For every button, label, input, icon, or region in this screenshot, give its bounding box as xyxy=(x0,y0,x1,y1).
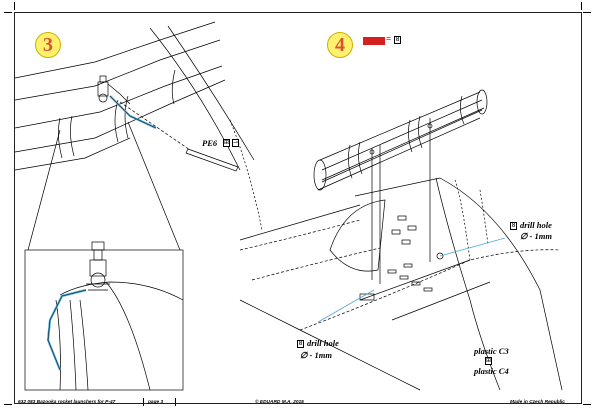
drill-hole-right-diameter: ∅ - 1mm xyxy=(520,231,552,241)
part-icon: ⊞ xyxy=(485,357,492,365)
drill-hole-left-diameter: ∅ - 1mm xyxy=(300,350,332,360)
plastic-c3-label: plastic C3 xyxy=(474,346,509,356)
wing-edge xyxy=(149,27,241,171)
crop-mark xyxy=(583,404,591,405)
crop-mark xyxy=(4,12,12,13)
crop-mark xyxy=(581,2,582,10)
step3-launcher-tubes xyxy=(14,21,226,171)
plastic-c4-label: plastic C4 xyxy=(474,366,509,376)
instruction-sheet xyxy=(14,12,582,404)
crop-mark xyxy=(4,404,12,405)
drill-hole-icon: 8 xyxy=(510,222,517,230)
footer-divider xyxy=(175,398,176,406)
bend-icon: ⇀ xyxy=(232,139,239,147)
footer-origin: Made in Czech Republic xyxy=(510,400,565,405)
pe6-part-outline xyxy=(185,148,239,172)
red-paint-swatch xyxy=(363,37,385,45)
step4-wing xyxy=(239,177,563,391)
step-3-number: 3 xyxy=(43,33,53,56)
pe6-leader xyxy=(119,101,191,151)
drill-hole-leaders xyxy=(317,237,506,323)
wing-edge xyxy=(167,25,255,161)
step-3-marker: 3 xyxy=(35,32,61,58)
footer-page: page 3 xyxy=(148,400,164,405)
pe6-label: PE6 xyxy=(202,138,218,148)
step4-launcher-tubes xyxy=(313,89,488,284)
wing-edge xyxy=(229,119,263,231)
step-4-number: 4 xyxy=(335,33,345,56)
detail-content xyxy=(55,241,184,391)
crop-mark xyxy=(14,2,15,10)
detail-lines xyxy=(27,121,181,251)
crop-mark xyxy=(583,12,591,13)
drill-hole-legend-icon: 8 xyxy=(394,36,401,44)
drill-hole-left-label: drill hole xyxy=(307,338,339,348)
detail-box xyxy=(24,249,184,391)
legend-equals: = xyxy=(386,34,392,44)
pe-bracket-highlight xyxy=(46,95,157,371)
footer-product: 632 083 Bazooka rocket launchers for P-4… xyxy=(18,400,116,405)
drill-hole-right-label: drill hole xyxy=(520,220,552,230)
photo-etch-icon: ⊞ xyxy=(223,139,230,147)
footer-divider xyxy=(143,398,144,406)
step-4-marker: 4 xyxy=(327,32,353,58)
footer-copyright: © EDUARD M.A. 2015 xyxy=(255,400,304,405)
step3-bracket xyxy=(97,75,131,105)
drill-hole-icon: 8 xyxy=(297,340,304,348)
